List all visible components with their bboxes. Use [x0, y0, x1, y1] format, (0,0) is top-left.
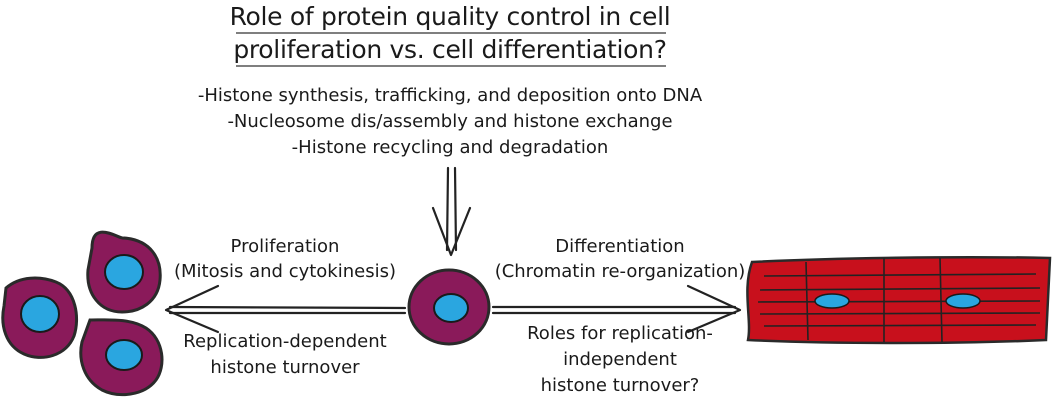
- proliferation-label: Proliferation: [230, 236, 340, 257]
- process-item-synthesis: -Histone synthesis, trafficking, and dep…: [197, 85, 703, 106]
- proliferating-cell-bottom: [79, 318, 164, 397]
- proliferation-sublabel: (Mitosis and cytokinesis): [174, 261, 396, 282]
- proliferation-arrow: [164, 284, 407, 334]
- process-item-recycling: -Histone recycling and degradation: [291, 137, 609, 158]
- central-cell-nucleus: [433, 293, 469, 323]
- central-cell: [407, 268, 491, 346]
- muscle-fiber: [746, 255, 1052, 345]
- proliferation-turnover-line-2: histone turnover: [210, 357, 360, 378]
- title-line-1: Role of protein quality control in cell: [229, 2, 671, 31]
- proliferating-cell-left: [1, 276, 78, 359]
- title-line-2: proliferation vs. cell differentiation?: [233, 35, 667, 64]
- down-arrow: [431, 166, 472, 257]
- differentiation-turnover-line-1: Roles for replication-: [527, 323, 713, 344]
- differentiation-arrow: [491, 284, 742, 334]
- proliferating-cell-top-nucleus: [104, 254, 144, 290]
- proliferating-cell-bottom-nucleus: [105, 339, 143, 371]
- differentiation-label: Differentiation: [555, 236, 685, 257]
- process-item-nucleosome: -Nucleosome dis/assembly and histone exc…: [227, 111, 673, 132]
- differentiation-sublabel: (Chromatin re-organization): [494, 261, 746, 282]
- differentiation-turnover-line-3: histone turnover?: [540, 375, 700, 396]
- muscle-nucleus-1: [814, 293, 850, 309]
- muscle-nucleus-2: [945, 293, 981, 309]
- proliferating-cell-top: [86, 230, 162, 314]
- proliferation-turnover-line-1: Replication-dependent: [183, 331, 387, 352]
- proliferating-cell-left-nucleus: [20, 295, 60, 333]
- differentiation-turnover-line-2: independent: [563, 349, 677, 370]
